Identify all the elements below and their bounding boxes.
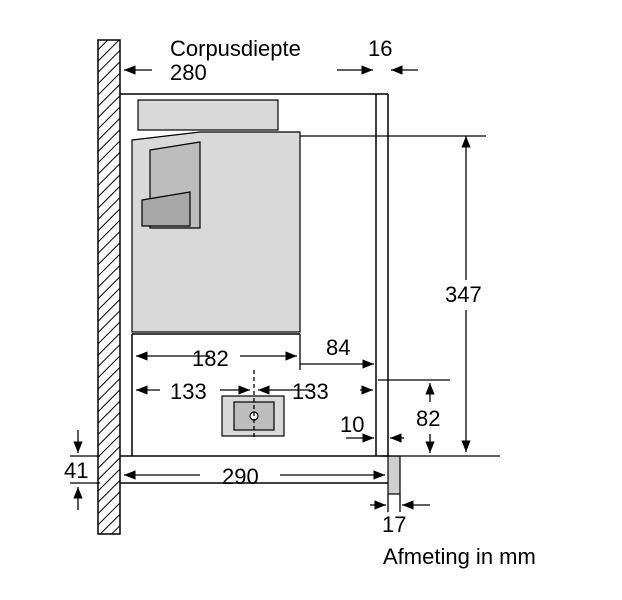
dim-84-label: 84 xyxy=(326,335,350,360)
front-panel xyxy=(387,455,401,495)
footer-unit-note: Afmeting in mm xyxy=(383,544,536,569)
cabinet-outline xyxy=(120,93,389,484)
dim-182-label: 182 xyxy=(192,346,229,371)
corpus-title-label: Corpusdiepte xyxy=(170,36,301,61)
dim-82-label: 82 xyxy=(416,406,440,431)
cooker-hood xyxy=(131,99,301,437)
dim-290-label: 290 xyxy=(222,464,259,489)
dim-16-label: 16 xyxy=(368,36,392,61)
dim-41-label: 41 xyxy=(64,458,88,483)
dim-17-label: 17 xyxy=(382,512,406,537)
dim-133-left-label: 133 xyxy=(170,379,207,404)
dim-347-label: 347 xyxy=(445,282,482,307)
wall-hatched xyxy=(97,39,121,535)
dim-10-label: 10 xyxy=(340,412,364,437)
dimension-lines xyxy=(70,65,500,512)
dim-133-right-label: 133 xyxy=(292,379,329,404)
corpus-depth-value: 280 xyxy=(170,60,207,85)
